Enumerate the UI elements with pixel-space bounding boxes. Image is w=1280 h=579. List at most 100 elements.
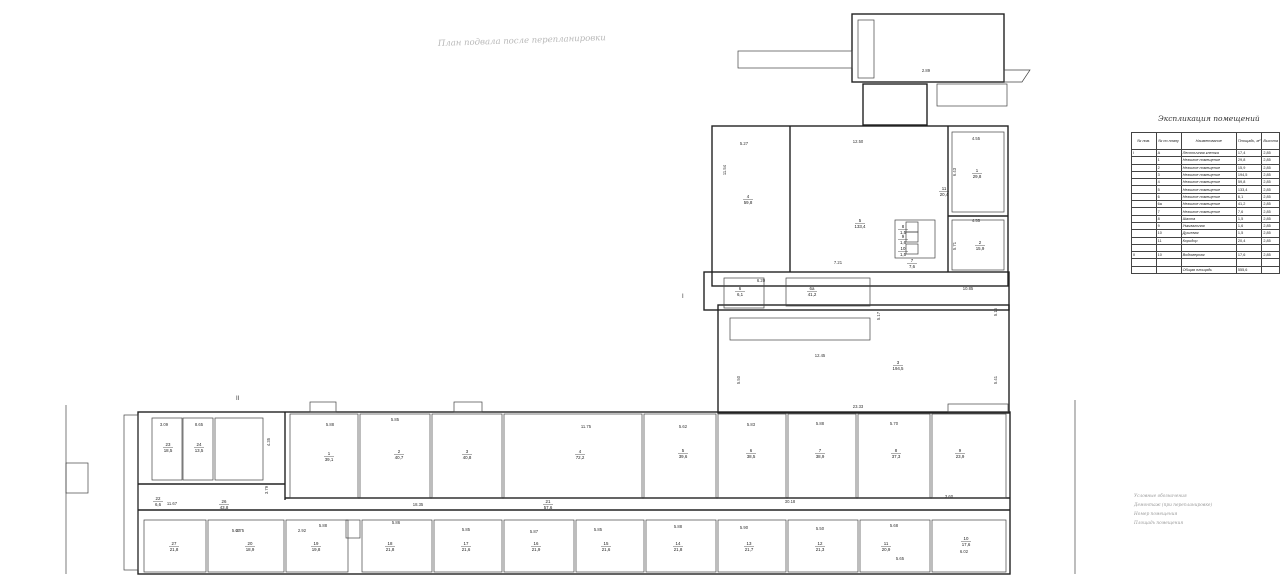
explication-cell: 2,85 <box>1261 200 1280 209</box>
room-area: 57,6 <box>544 505 553 510</box>
dimension-label: 10.85 <box>963 286 974 291</box>
explication-cell <box>1180 258 1237 267</box>
room-area: 23,9 <box>956 454 965 459</box>
room-area: 20,4 <box>940 192 949 197</box>
room-number: 11 <box>884 541 889 546</box>
dimension-label: 5.71 <box>952 241 957 250</box>
room-area: 21,7 <box>745 547 754 552</box>
explication-cell: Нежилое помещение <box>1180 192 1237 202</box>
dimension-label: 5.85 <box>462 527 471 532</box>
room-area: 21,9 <box>532 547 541 552</box>
explication-cell: 2,85 <box>1261 192 1280 202</box>
dimension-label: 5.86 <box>392 520 401 525</box>
room-number: 17 <box>464 541 469 546</box>
room-number: 22 <box>156 496 161 501</box>
dimension-label: 5.85 <box>391 417 400 422</box>
explication-cell <box>1131 178 1157 187</box>
explication-cell <box>1131 163 1157 172</box>
room-area: 72,2 <box>576 455 585 460</box>
explication-cell: 6 <box>1155 192 1182 202</box>
dimension-label: 5.88 <box>674 524 683 529</box>
room-area: 1,5 <box>900 252 907 257</box>
room-area: 13,5 <box>195 448 204 453</box>
dimension-label: 5.87 <box>530 529 539 534</box>
dimension-label: 5.70 <box>890 421 899 426</box>
room-number: 4 <box>579 449 582 454</box>
explication-cell: 3 <box>1155 170 1182 180</box>
explication-cell: 29,8 <box>1235 156 1263 165</box>
room-area: 6,6 <box>155 502 162 507</box>
dimension-label: 3.79 <box>264 485 269 494</box>
explication-cell: Умывальная <box>1180 221 1237 231</box>
room-number: 6 <box>750 448 753 453</box>
explication-cell: 2,85 <box>1261 163 1280 172</box>
room-number: 24 <box>197 442 202 447</box>
room-area: 39,1 <box>325 457 334 462</box>
note-line: Площадь помещения <box>1134 521 1184 526</box>
explication-cell <box>1131 221 1157 231</box>
dimension-label: 2.89 <box>922 68 931 73</box>
explication-cell: Нежилое помещение <box>1180 185 1237 194</box>
explication-cell <box>1235 258 1263 267</box>
explication-cell: 2 <box>1155 163 1182 172</box>
explication-cell <box>1131 236 1157 245</box>
room-number: 13 <box>747 541 752 546</box>
explication-row <box>1131 258 1280 267</box>
explication-cell: 2,85 <box>1261 170 1280 180</box>
dimension-label: 11.54 <box>722 164 727 175</box>
dimension-label: 2.75 <box>236 528 245 533</box>
dimension-label: 5.27 <box>740 141 749 146</box>
room-area: 20,9 <box>882 547 891 552</box>
section-mark-2: II <box>236 396 240 402</box>
room-area: 37,3 <box>892 454 901 459</box>
explication-cell <box>1235 243 1263 253</box>
dimension-label: 5.65 <box>896 556 905 561</box>
explication-cell: Нежилое помещение <box>1180 207 1237 216</box>
dimension-label: 5.16 <box>993 307 998 316</box>
explication-cell: 1,6 <box>1235 221 1263 231</box>
top-annex <box>737 13 1031 126</box>
dimension-labels: 12.505.2711.544.556.434.555.7112.4523.33… <box>160 68 998 561</box>
explication-row <box>1131 243 1280 253</box>
room-number: 20 <box>248 541 253 546</box>
room-area: 38,9 <box>816 454 825 459</box>
explication-cell: 2,85 <box>1261 207 1280 216</box>
room-number: 16 <box>534 541 539 546</box>
dimension-label: 5.88 <box>326 422 335 427</box>
room-area: 59,8 <box>744 200 753 205</box>
room-number: 2 <box>398 449 401 454</box>
dimension-label: 12.50 <box>853 139 864 144</box>
dimension-label: 5.90 <box>740 525 749 530</box>
explication-cell: Лестничная клетка <box>1180 148 1237 158</box>
dimension-label: 5.60 <box>232 528 241 533</box>
room-number: 21 <box>546 499 551 504</box>
room-area: 194,5 <box>893 366 905 371</box>
explication-cell <box>1131 170 1157 180</box>
room-number: 15 <box>604 541 609 546</box>
explication-cell: 2,85 <box>1261 185 1280 194</box>
room-area: 38,5 <box>747 454 756 459</box>
room-area: 21,8 <box>674 547 683 552</box>
room-area: 7,6 <box>909 264 916 269</box>
room-area: 19,8 <box>312 547 321 552</box>
explication-cell <box>1261 243 1280 253</box>
explication-cell: Нежилое помещение <box>1180 163 1237 172</box>
explication-cell: Водомерная <box>1180 251 1237 260</box>
dimension-label: 4.35 <box>266 437 271 446</box>
room-number: 1 <box>976 168 979 173</box>
explication-cell <box>1131 258 1157 267</box>
room-number: 9 <box>959 448 962 453</box>
explication-cell: 17,4 <box>1235 148 1263 158</box>
explication-cell: 41,2 <box>1235 200 1263 209</box>
dimension-label: 5.88 <box>319 523 328 528</box>
room-area: 21,8 <box>386 547 395 552</box>
explication-cell: Нежилое помещение <box>1180 178 1237 187</box>
note-line: Условные обозначения <box>1134 494 1187 499</box>
